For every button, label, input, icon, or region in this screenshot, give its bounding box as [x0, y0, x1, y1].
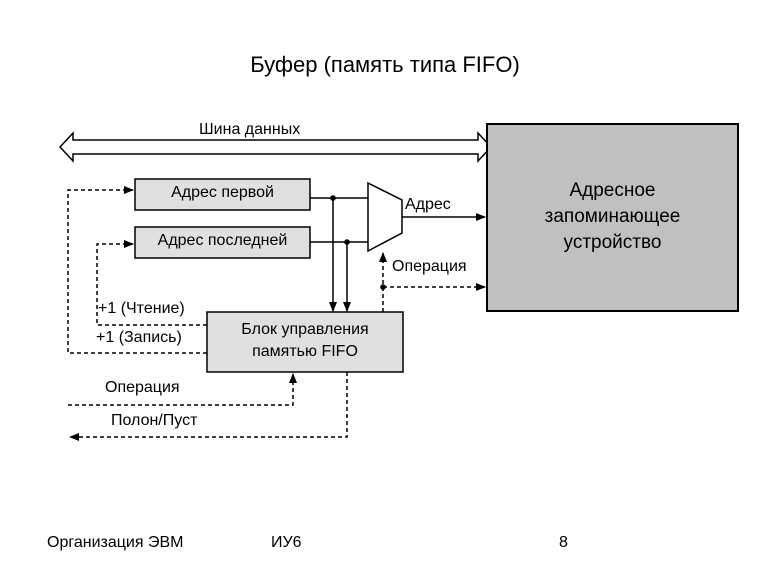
control-block-line-2: памятью FIFO [252, 343, 358, 360]
control-operation-label: Операция [105, 379, 180, 396]
control-block [206, 311, 404, 373]
multiplexer [367, 181, 403, 253]
write-increment-label: +1 (Запись) [96, 329, 182, 346]
control-block-line-1: Блок управления [241, 321, 369, 338]
data-bus-label: Шина данных [199, 121, 301, 138]
first-address-register-label: Адрес первой [171, 184, 274, 201]
slide-title: Буфер (память типа FIFO) [250, 52, 520, 77]
read-increment-label: +1 (Чтение) [98, 300, 185, 317]
memory-line-3: устройство [563, 232, 662, 253]
last-address-register-label: Адрес последней [157, 232, 288, 249]
increment-write-arrow [96, 240, 207, 326]
footer-group: ИУ6 [271, 534, 302, 551]
status-arrow [69, 372, 348, 441]
increment-read-arrow [67, 186, 207, 354]
memory-line-2: запоминающее [544, 206, 681, 227]
memory-operation-label: Операция [392, 258, 467, 275]
first-address-register-box [134, 178, 311, 211]
memory-block [486, 123, 739, 312]
footer-course: Организация ЭВМ [47, 534, 184, 551]
page-number: 8 [559, 534, 568, 551]
mux-output-label: Адрес [405, 196, 451, 213]
last-address-register-box [134, 226, 311, 259]
status-label: Полон/Пуст [111, 412, 198, 429]
control-operation-arrow [68, 373, 297, 406]
memory-line-1: Адресное [569, 180, 656, 201]
